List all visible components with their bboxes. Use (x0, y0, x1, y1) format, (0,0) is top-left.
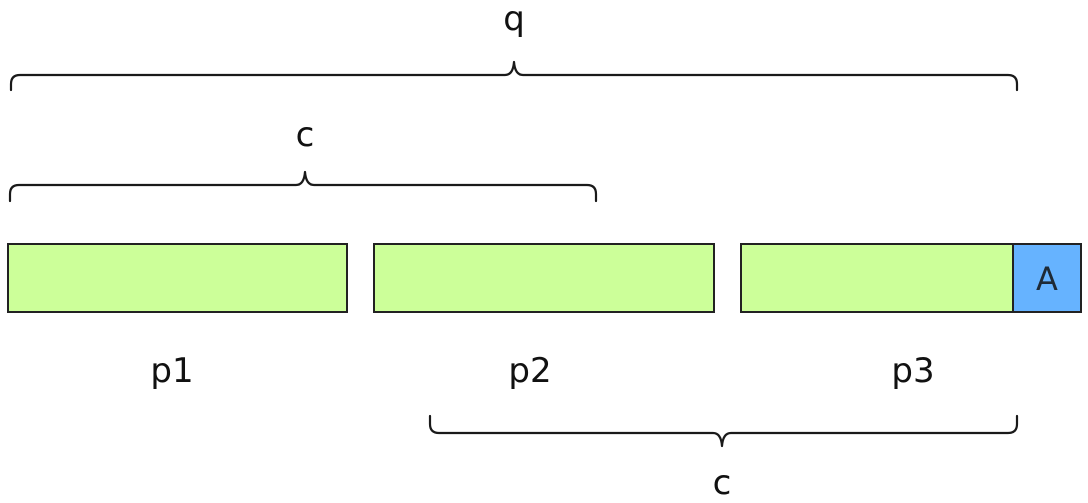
label-p3: p3 (891, 351, 934, 391)
marker-a (1012, 243, 1082, 313)
label-p2: p2 (508, 351, 551, 391)
label-c-bottom: c (713, 463, 732, 503)
block-p1 (7, 243, 348, 313)
label-q: q (503, 0, 525, 39)
block-p3 (740, 243, 1014, 313)
brace-c-bottom (428, 414, 1019, 448)
block-p2 (373, 243, 715, 313)
marker-a-label: A (1036, 260, 1058, 298)
brace-q (9, 60, 1019, 92)
brace-c-top (8, 170, 598, 203)
label-c-top: c (296, 115, 315, 155)
label-p1: p1 (150, 351, 193, 391)
